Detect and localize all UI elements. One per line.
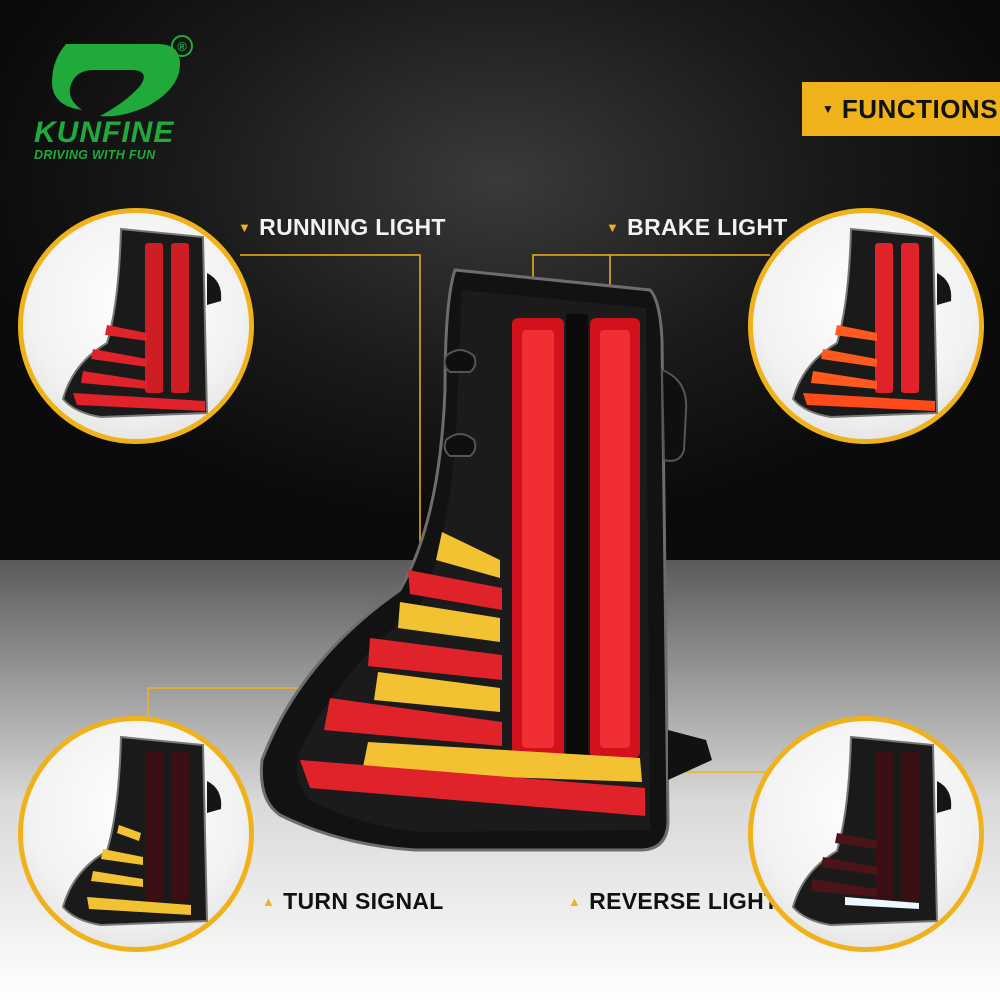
turn-signal-label: TURN SIGNAL <box>283 888 444 914</box>
running-light-detail <box>18 208 254 444</box>
reverse-light-detail <box>748 716 984 952</box>
turn-signal-icon <box>61 735 222 927</box>
reverse-light-icon <box>791 735 952 927</box>
tail-lamp-main <box>259 268 712 852</box>
triangle-up-icon: ▲ <box>568 894 582 909</box>
brand-name: KUNFINE <box>34 116 175 149</box>
running-light-bars <box>300 570 645 816</box>
running-light-icon <box>61 227 222 419</box>
logo-mark-icon: ® <box>52 35 193 117</box>
feature-label-brake-light: ▼ BRAKE LIGHT <box>606 214 788 241</box>
feature-label-reverse-light: ▲ REVERSE LIGHT <box>568 888 778 915</box>
triangle-down-icon: ▼ <box>822 102 834 116</box>
brand-slogan: DRIVING WITH FUN <box>34 148 156 162</box>
brand-logo: ® KUNFINE DRIVING WITH FUN <box>30 30 210 170</box>
brake-light-bars <box>512 314 640 760</box>
turn-signal-detail <box>18 716 254 952</box>
functions-label: FUNCTIONS <box>841 93 999 124</box>
brake-light-icon <box>791 227 952 419</box>
functions-tag: ▼ FUNCTIONS <box>802 82 1000 136</box>
running-light-label: RUNNING LIGHT <box>259 214 446 240</box>
brake-light-label: BRAKE LIGHT <box>627 214 788 240</box>
feature-label-running-light: ▼ RUNNING LIGHT <box>238 214 446 241</box>
triangle-up-icon: ▲ <box>262 894 276 909</box>
triangle-down-icon: ▼ <box>606 220 620 235</box>
reverse-light-label: REVERSE LIGHT <box>589 888 779 914</box>
registered-mark: ® <box>177 39 187 54</box>
running-light-connector <box>240 254 421 580</box>
brake-light-detail <box>748 208 984 444</box>
feature-label-turn-signal: ▲ TURN SIGNAL <box>262 888 444 915</box>
triangle-down-icon: ▼ <box>238 220 252 235</box>
